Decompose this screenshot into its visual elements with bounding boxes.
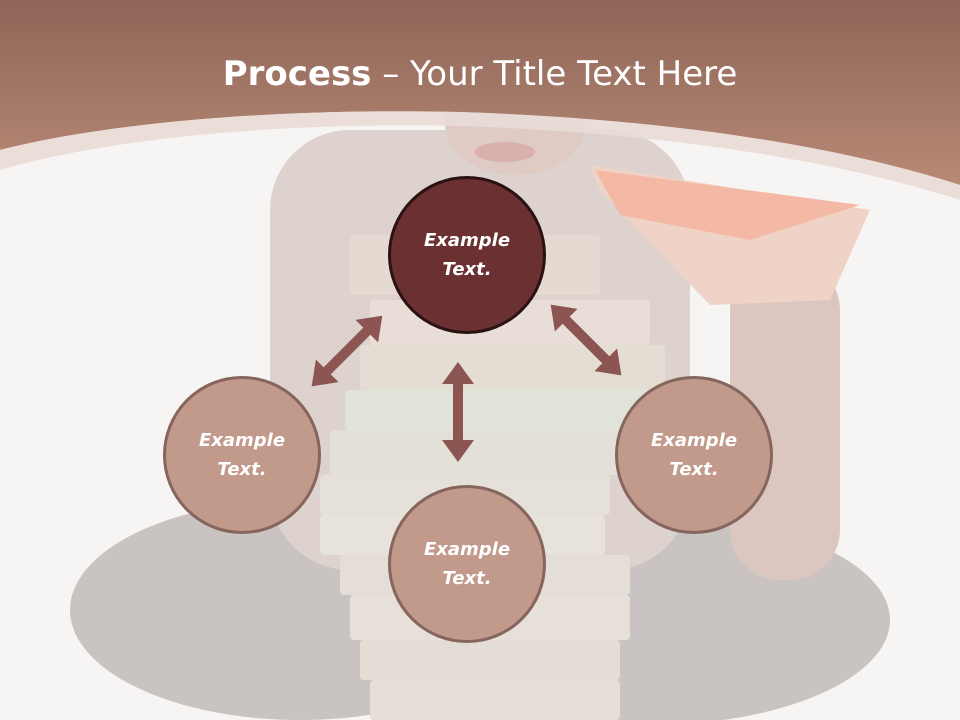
title-rest: – Your Title Text Here (371, 54, 738, 94)
process-node-top: Example Text. (388, 176, 546, 334)
process-node-bottom: Example Text. (388, 485, 546, 643)
process-node-right: Example Text. (615, 376, 773, 534)
title-bold: Process (222, 54, 372, 94)
process-node-left: Example Text. (163, 376, 321, 534)
slide-title: Process – Your Title Text Here (0, 52, 960, 96)
